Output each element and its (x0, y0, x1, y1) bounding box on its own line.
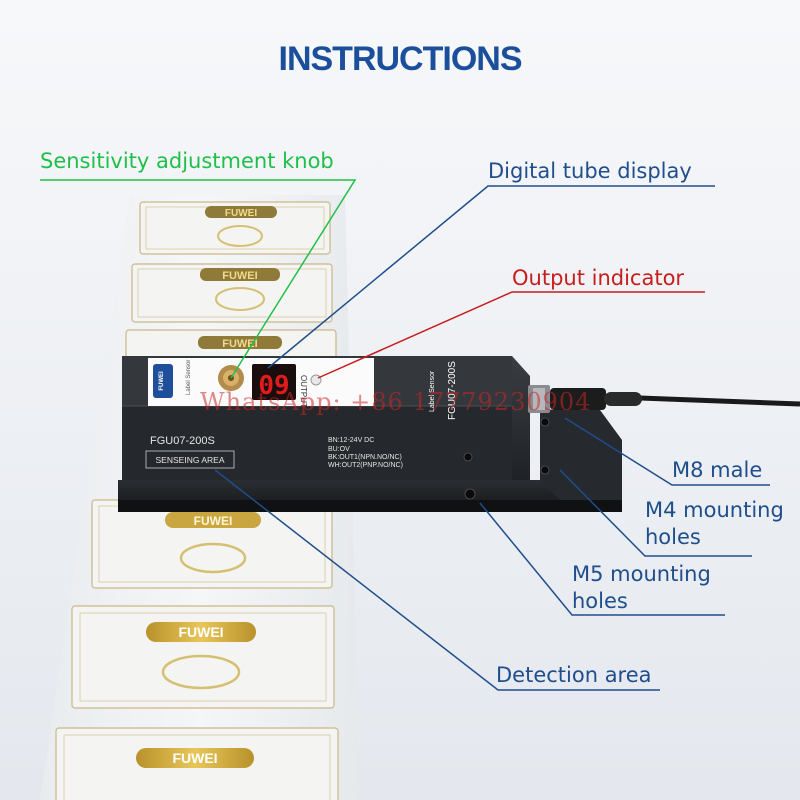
side-label: Label Sensor (429, 370, 436, 412)
card-brand: FUWEI (222, 338, 257, 350)
m4-mounting-hole-icon (540, 465, 550, 475)
leader-line (317, 291, 705, 379)
sensing-area-label: SENSEING AREA (156, 455, 225, 465)
callout-m4-holes-line2: holes (645, 525, 701, 549)
callout-m5-holes-line2: holes (572, 589, 628, 613)
callout-sensitivity-knob: Sensitivity adjustment knob (40, 149, 334, 173)
m4-mounting-hole-icon (463, 452, 473, 462)
sensing-area-box (145, 450, 235, 469)
mounting-base (118, 410, 622, 512)
display-digits: 09 (258, 371, 289, 401)
label-card (139, 201, 331, 255)
output-indicator-icon (310, 374, 322, 386)
label-card (91, 499, 333, 589)
label-card (131, 263, 333, 323)
leader-line (267, 185, 715, 369)
leader-line (564, 417, 770, 486)
wiring-line: BU:OV (328, 446, 350, 453)
watermark: WhatsApp: +86 17779230904 (200, 388, 592, 416)
card-brand: FUWEI (222, 270, 257, 282)
m4-mounting-hole-icon (540, 417, 550, 427)
digital-display (252, 364, 296, 400)
page-title: INSTRUCTIONS (278, 40, 523, 78)
label-card (55, 727, 339, 800)
callout-m4-holes-line1: M4 mounting (645, 498, 784, 522)
wiring-line: BN:12-24V DC (328, 437, 374, 444)
callout-m5-holes-line1: M5 mounting (572, 562, 711, 586)
leader-line (559, 469, 752, 557)
leader-line (479, 502, 725, 616)
side-model: FGU07-200S (447, 361, 458, 420)
leader-line (40, 179, 357, 379)
m8-connector-icon (528, 385, 642, 413)
card-brand: FUWEI (178, 624, 223, 640)
model-label: FGU07-200S (150, 435, 215, 447)
callout-digital-display: Digital tube display (488, 159, 692, 183)
leader-line (214, 469, 660, 691)
card-brand: FUWEI (172, 750, 217, 766)
callout-m8-male: M8 male (672, 458, 763, 482)
card-brand: FUWEI (225, 208, 257, 219)
callout-detection-area: Detection area (496, 663, 652, 687)
output-label: OUTPUT (299, 375, 308, 408)
card-brand: FUWEI (194, 514, 233, 528)
sensor-logo: FUWEI (159, 371, 165, 391)
wiring-line: BK:OUT1(NPN.NO/NC) (328, 454, 402, 461)
label-card (71, 605, 335, 709)
callout-output-indicator: Output indicator (512, 266, 685, 290)
wiring-line: WH:OUT2(PNP.NO/NC) (328, 462, 403, 469)
m5-mounting-hole-icon (464, 488, 476, 500)
sensor-cable (639, 395, 800, 407)
side-text: Label Sensor (186, 360, 192, 395)
label-card (125, 329, 337, 361)
